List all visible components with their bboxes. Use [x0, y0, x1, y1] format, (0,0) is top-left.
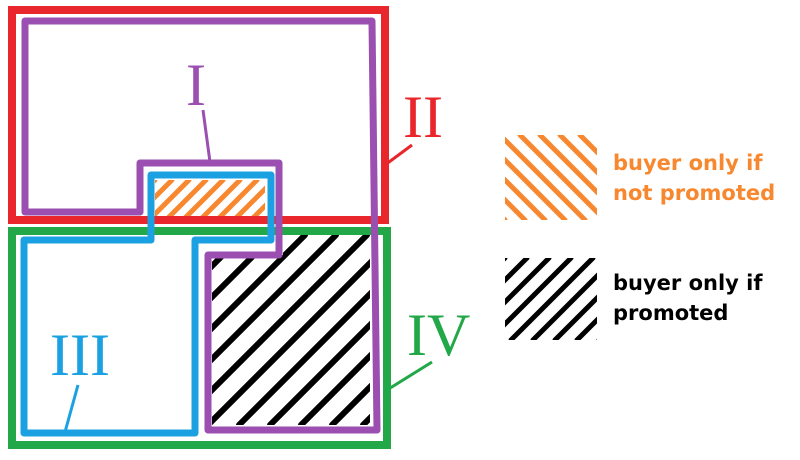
region-iii-border	[20, 171, 275, 437]
hatch-line	[212, 235, 308, 425]
hatch-line	[505, 196, 528, 220]
hatch-line	[298, 235, 370, 425]
region-iii-label: III	[50, 322, 110, 388]
hatch-line	[267, 235, 370, 425]
hatch-line	[212, 235, 370, 425]
hatch-line	[233, 185, 265, 218]
hatch-line	[577, 135, 597, 156]
hatch-line	[212, 235, 339, 425]
hatch-line	[165, 180, 209, 218]
legend-orange-hatch-swatch	[505, 135, 597, 220]
hatch-line	[537, 135, 597, 196]
hatch-line	[182, 180, 226, 218]
hatch-line	[287, 180, 325, 218]
hatch-line	[155, 180, 192, 218]
region-ii-leader	[384, 143, 413, 167]
hatch-line	[517, 135, 597, 216]
hatch-line	[557, 135, 597, 176]
hatch-line	[456, 235, 646, 425]
region-i-leader	[201, 109, 212, 163]
hatch-line	[505, 136, 588, 220]
region-iii-leader	[63, 384, 80, 433]
region-iv-label: IV	[407, 302, 470, 368]
hatch-line	[329, 235, 370, 425]
hatch-line	[304, 180, 342, 218]
hatch-line	[155, 180, 175, 201]
hatch-line	[199, 180, 243, 218]
black-hatch-area	[212, 235, 770, 425]
legend-buyer-not-promoted-text: buyer only if not promoted	[613, 151, 776, 205]
hatch-line	[505, 176, 548, 220]
hatch-line	[487, 235, 677, 425]
hatch-line	[212, 235, 277, 425]
hatch-line	[580, 235, 770, 425]
hatch-line	[505, 258, 552, 306]
region-ii-label: II	[403, 84, 443, 150]
hatch-line	[530, 272, 597, 340]
region-iv-border	[8, 227, 391, 449]
hatch-line	[505, 156, 568, 220]
region-ii-border	[8, 6, 389, 224]
hatch-line	[552, 294, 597, 340]
hatch-line	[505, 258, 574, 328]
hatch-line	[505, 258, 530, 284]
region-iv-leader	[386, 360, 433, 392]
legend-black-hatch-swatch	[505, 258, 597, 340]
orange-hatch-area	[155, 180, 342, 218]
region-i-label: I	[186, 52, 206, 118]
region-i-border	[21, 17, 381, 434]
hatch-line	[250, 202, 265, 218]
hatch-line	[212, 235, 370, 425]
hatch-line	[236, 235, 370, 425]
hatch-line	[574, 316, 597, 340]
hatch-line	[549, 235, 739, 425]
legend-buyer-promoted-text: buyer only if promoted	[613, 271, 763, 325]
hatch-line	[216, 180, 260, 218]
hatch-line	[508, 258, 596, 340]
